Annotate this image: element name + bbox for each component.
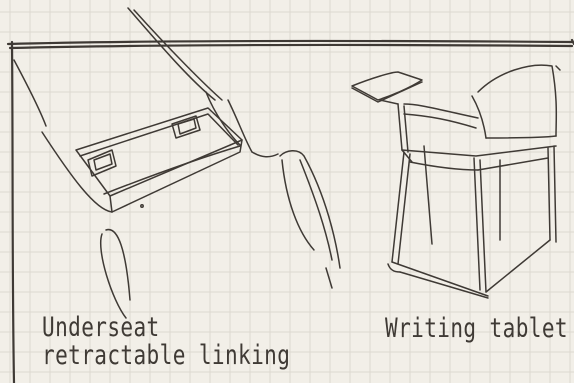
caption-writing-tablet: Writing tablet bbox=[385, 315, 568, 343]
caption-linking: Underseat retractable linking bbox=[42, 314, 290, 371]
caption-linking-line2: retractable linking bbox=[42, 342, 290, 370]
chair-sketch bbox=[352, 65, 560, 298]
caption-linking-line1: Underseat bbox=[42, 314, 290, 342]
